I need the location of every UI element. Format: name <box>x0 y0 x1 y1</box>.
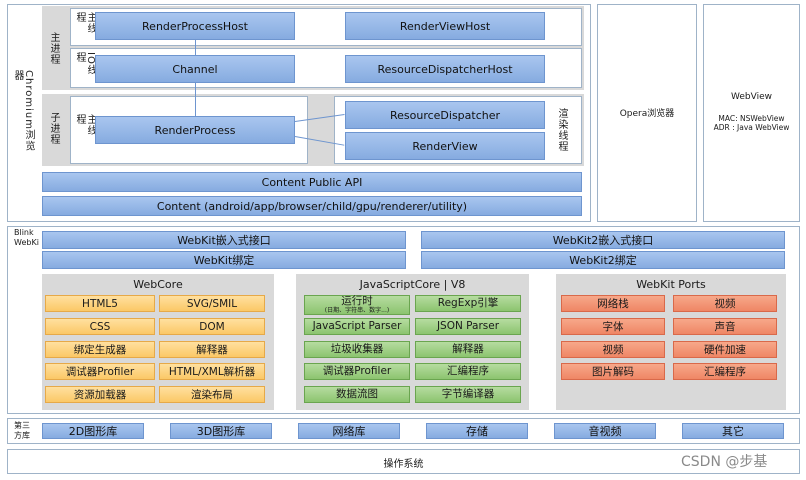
connector-host-channel <box>195 40 196 55</box>
jscore-runtime-sub: (日期、字符串、数字...) <box>324 307 390 314</box>
webcore-item: SVG/SMIL <box>159 295 265 312</box>
webkit-embed-api: WebKit嵌入式接口 <box>42 231 406 249</box>
third-party-item: 网络库 <box>298 423 400 439</box>
ports-item: 网络栈 <box>561 295 665 312</box>
webcore-item: CSS <box>45 318 155 335</box>
webcore-item: HTML5 <box>45 295 155 312</box>
third-party-label-line1: 第三 <box>14 421 30 430</box>
webcore-item: 调试器Profiler <box>45 363 155 380</box>
third-party-label-line2: 方库 <box>14 431 30 440</box>
jscore-item: 字节编译器 <box>415 386 521 403</box>
third-party-item: 其它 <box>682 423 784 439</box>
child-main-thread-label: 主线程 <box>74 114 96 136</box>
webcore-item: 解释器 <box>159 341 265 358</box>
content-modules: Content (android/app/browser/child/gpu/r… <box>42 196 582 216</box>
chromium-label: Chromium浏览器 <box>12 70 34 152</box>
webview-mac: MAC: NSWebView <box>718 114 785 123</box>
main-process-label: 主进程 <box>48 32 59 65</box>
third-party-item: 2D图形库 <box>42 423 144 439</box>
webcore-title: WebCore <box>133 278 183 291</box>
io-thread-label: IO线程 <box>74 52 96 76</box>
render-process: RenderProcess <box>95 116 295 144</box>
jscore-item: 垃圾收集器 <box>304 341 410 358</box>
webview-adr: ADR : Java WebView <box>713 123 790 132</box>
webkit2-binding: WebKit2绑定 <box>421 251 785 269</box>
webcore-item: DOM <box>159 318 265 335</box>
opera-box <box>597 4 697 222</box>
channel: Channel <box>95 55 295 83</box>
render-thread-label: 渲染线程 <box>556 108 567 152</box>
webcore-item: 资源加载器 <box>45 386 155 403</box>
ports-item: 汇编程序 <box>673 363 777 380</box>
jscore-title: JavaScriptCore | V8 <box>359 278 466 291</box>
watermark: CSDN @步基 <box>678 451 771 471</box>
jscore-item: 数据流图 <box>304 386 410 403</box>
blink-label-line2: WebKi <box>14 238 39 247</box>
jscore-item: 汇编程序 <box>415 363 521 380</box>
opera-label: Opera浏览器 <box>619 109 675 119</box>
ports-title: WebKit Ports <box>636 278 706 291</box>
render-view-host: RenderViewHost <box>345 12 545 40</box>
child-process-label: 子进程 <box>48 112 59 145</box>
os-frame <box>7 449 800 474</box>
resource-dispatcher: ResourceDispatcher <box>345 101 545 129</box>
webkit-binding: WebKit绑定 <box>42 251 406 269</box>
third-party-item: 3D图形库 <box>170 423 272 439</box>
blink-label-line1: Blink <box>14 228 34 237</box>
ports-item: 图片解码 <box>561 363 665 380</box>
webcore-item: 渲染布局 <box>159 386 265 403</box>
third-party-item: 存储 <box>426 423 528 439</box>
webcore-item: HTML/XML解析器 <box>159 363 265 380</box>
render-view: RenderView <box>345 132 545 160</box>
render-process-host: RenderProcessHost <box>95 12 295 40</box>
jscore-item: JavaScript Parser <box>304 318 410 335</box>
third-party-item: 音视频 <box>554 423 656 439</box>
ports-item: 视频 <box>561 341 665 358</box>
ports-item: 字体 <box>561 318 665 335</box>
webview-box <box>703 4 800 222</box>
webkit2-embed-api: WebKit2嵌入式接口 <box>421 231 785 249</box>
jscore-item: 调试器Profiler <box>304 363 410 380</box>
ports-item: 声音 <box>673 318 777 335</box>
webview-title: WebView <box>731 92 772 102</box>
main-thread-label: 主线程 <box>74 12 96 34</box>
resource-dispatcher-host: ResourceDispatcherHost <box>345 55 545 83</box>
webcore-item: 绑定生成器 <box>45 341 155 358</box>
jscore-item: RegExp引擎 <box>415 295 521 312</box>
jscore-runtime: 运行时 (日期、字符串、数字...) <box>304 295 410 315</box>
jscore-item: 解释器 <box>415 341 521 358</box>
jscore-runtime-label: 运行时 <box>341 295 373 307</box>
jscore-item: JSON Parser <box>415 318 521 335</box>
os-label: 操作系统 <box>383 459 424 470</box>
ports-item: 视频 <box>673 295 777 312</box>
ports-item: 硬件加速 <box>673 341 777 358</box>
connector-channel-process <box>195 83 196 116</box>
content-public-api: Content Public API <box>42 172 582 192</box>
